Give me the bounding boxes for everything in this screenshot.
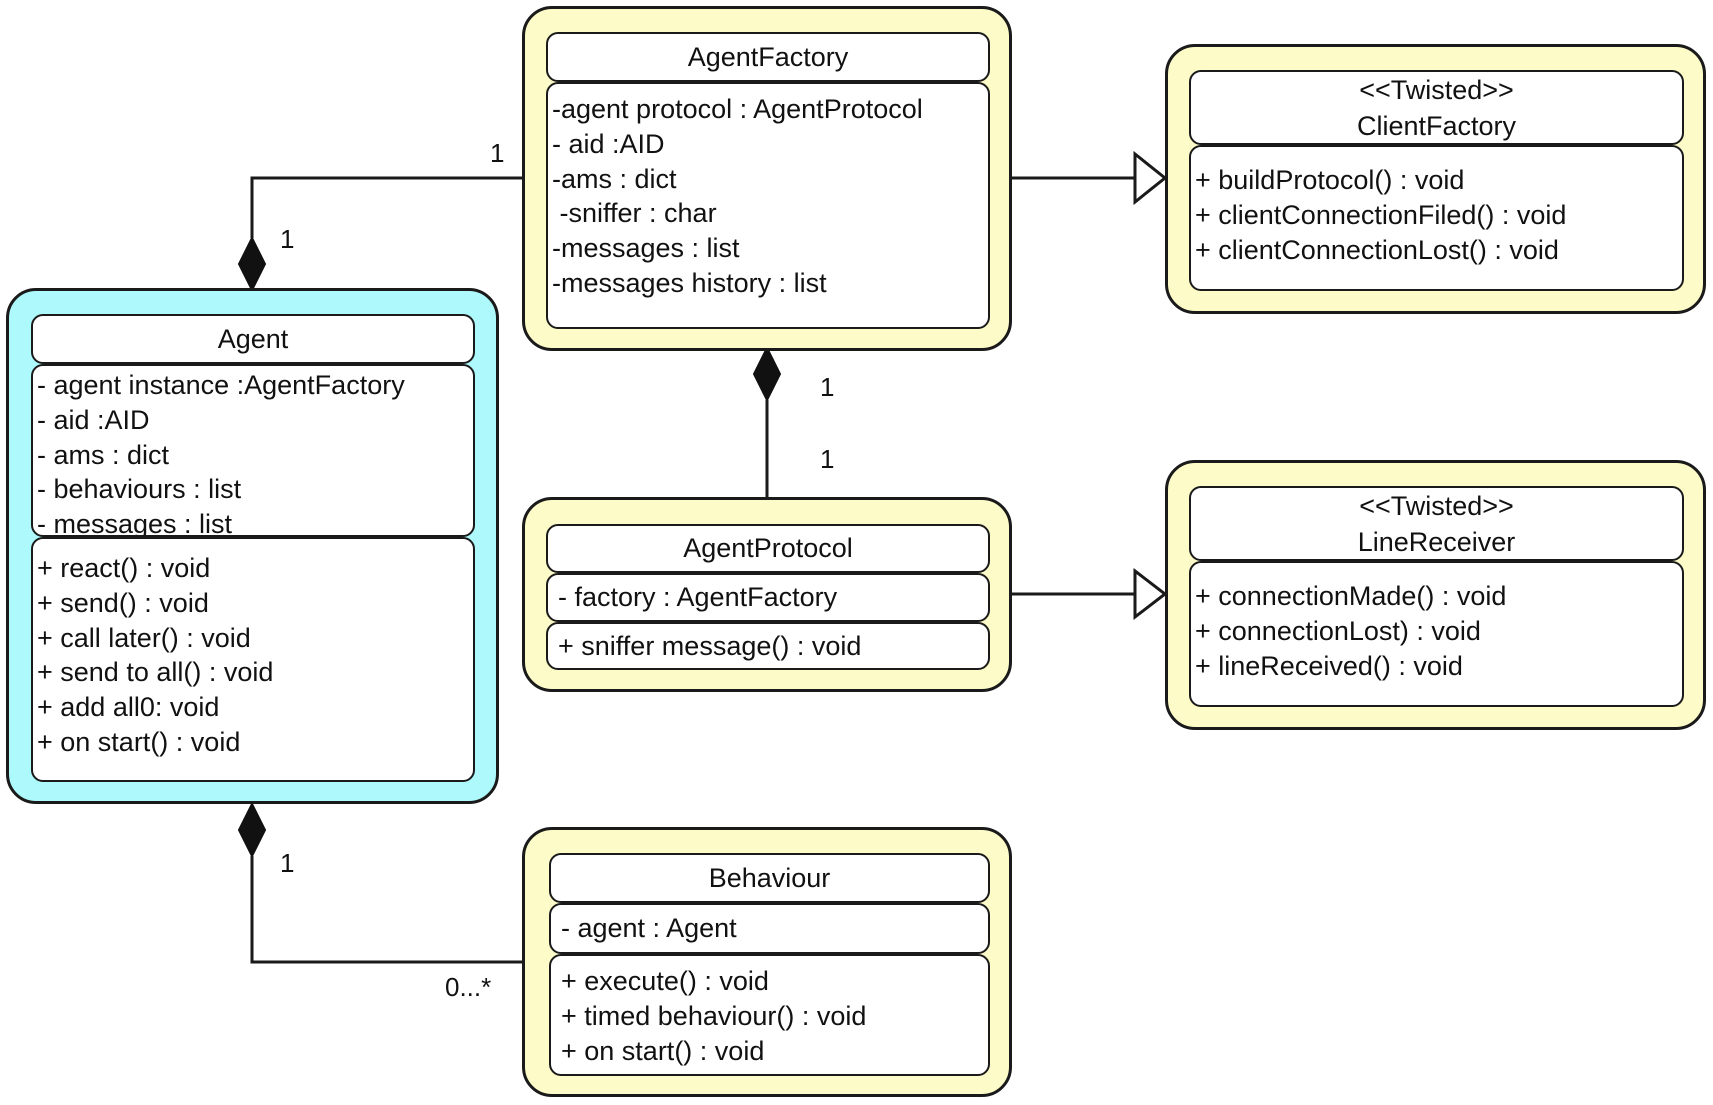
methods-compartment: + react() : void + send() : void + call … — [31, 537, 475, 782]
method: + send to all() : void — [37, 657, 274, 688]
method: + timed behaviour() : void — [561, 1000, 867, 1031]
multiplicity-label: 0...* — [445, 972, 492, 1002]
generalization-arrow-linereceiver — [1133, 567, 1168, 621]
attribute: -ams : dict — [552, 163, 677, 194]
composition-line-agent-behaviour — [250, 856, 522, 964]
method: + sniffer message() : void — [558, 631, 862, 661]
method: + on start() : void — [561, 1035, 765, 1066]
attribute: -agent protocol : AgentProtocol — [552, 94, 923, 124]
method: + send() : void — [37, 587, 209, 618]
composition-diamond-factory-bottom — [752, 345, 782, 403]
generalization-arrow-clientfactory — [1133, 150, 1168, 206]
composition-diamond-agent-bottom — [237, 801, 267, 859]
class-clientfactory: <<Twisted>> ClientFactory + buildProtoco… — [1165, 44, 1706, 314]
class-name-compartment: AgentProtocol — [546, 524, 990, 573]
class-name-compartment: Agent — [31, 314, 475, 364]
attributes-compartment: -agent protocol : AgentProtocol - aid :A… — [546, 82, 990, 329]
attributes-compartment: - agent instance :AgentFactory - aid :AI… — [31, 364, 475, 537]
attribute: -sniffer : char — [552, 198, 717, 229]
method: + clientConnectionFiled() : void — [1195, 199, 1567, 230]
attribute: - ams : dict — [37, 439, 170, 470]
class-name-compartment: <<Twisted>> LineReceiver — [1189, 486, 1684, 561]
attribute: - behaviours : list — [37, 474, 242, 505]
stereotype-label: <<Twisted>> — [1359, 74, 1514, 105]
method: + add all0: void — [37, 692, 220, 723]
attribute: -messages : list — [552, 233, 740, 264]
class-agentprotocol: AgentProtocol - factory : AgentFactory +… — [522, 497, 1012, 692]
class-name: ClientFactory — [1356, 110, 1517, 141]
attribute: - agent : Agent — [561, 913, 737, 943]
method: + connectionLost) : void — [1195, 615, 1481, 646]
multiplicity-label: 1 — [820, 444, 835, 474]
attribute: - agent instance :AgentFactory — [37, 370, 405, 400]
method: + connectionMade() : void — [1195, 581, 1507, 611]
composition-diamond-agent-top — [237, 235, 267, 293]
stereotype-label: <<Twisted>> — [1359, 490, 1514, 521]
multiplicity-label: 1 — [820, 372, 835, 402]
attribute: - messages : list — [37, 509, 233, 537]
multiplicity-label: 1 — [280, 848, 295, 878]
class-name: Behaviour — [708, 862, 831, 893]
class-name: AgentProtocol — [683, 533, 853, 563]
attribute: - aid :AID — [552, 128, 665, 159]
class-name: LineReceiver — [1357, 526, 1516, 557]
attribute: - factory : AgentFactory — [558, 582, 838, 612]
method: + execute() : void — [561, 966, 769, 996]
attributes-compartment: - agent : Agent — [549, 903, 990, 954]
class-name-compartment: <<Twisted>> ClientFactory — [1189, 70, 1684, 145]
methods-compartment: + execute() : void + timed behaviour() :… — [549, 954, 990, 1076]
class-agent: Agent - agent instance :AgentFactory - a… — [6, 288, 499, 804]
class-agentfactory: AgentFactory -agent protocol : AgentProt… — [522, 6, 1012, 351]
methods-compartment: + connectionMade() : void + connectionLo… — [1189, 561, 1684, 707]
attributes-compartment: - factory : AgentFactory — [546, 573, 990, 622]
method: + lineReceived() : void — [1195, 650, 1463, 681]
class-name: AgentFactory — [687, 41, 849, 72]
attribute: -messages history : list — [552, 267, 827, 298]
class-name-compartment: Behaviour — [549, 853, 990, 903]
multiplicity-label: 1 — [490, 138, 505, 168]
attribute: - aid :AID — [37, 404, 150, 435]
class-behaviour: Behaviour - agent : Agent + execute() : … — [522, 827, 1012, 1097]
class-name-compartment: AgentFactory — [546, 32, 990, 82]
class-name: Agent — [217, 323, 289, 354]
methods-compartment: + sniffer message() : void — [546, 622, 990, 670]
multiplicity-label: 1 — [280, 224, 295, 254]
methods-compartment: + buildProtocol() : void + clientConnect… — [1189, 145, 1684, 291]
method: + call later() : void — [37, 622, 251, 653]
method: + react() : void — [37, 553, 211, 583]
method: + buildProtocol() : void — [1195, 165, 1465, 195]
class-linereceiver: <<Twisted>> LineReceiver + connectionMad… — [1165, 460, 1706, 730]
composition-line-factory-agent — [250, 176, 522, 238]
method: + clientConnectionLost() : void — [1195, 234, 1559, 265]
method: + on start() : void — [37, 726, 241, 757]
